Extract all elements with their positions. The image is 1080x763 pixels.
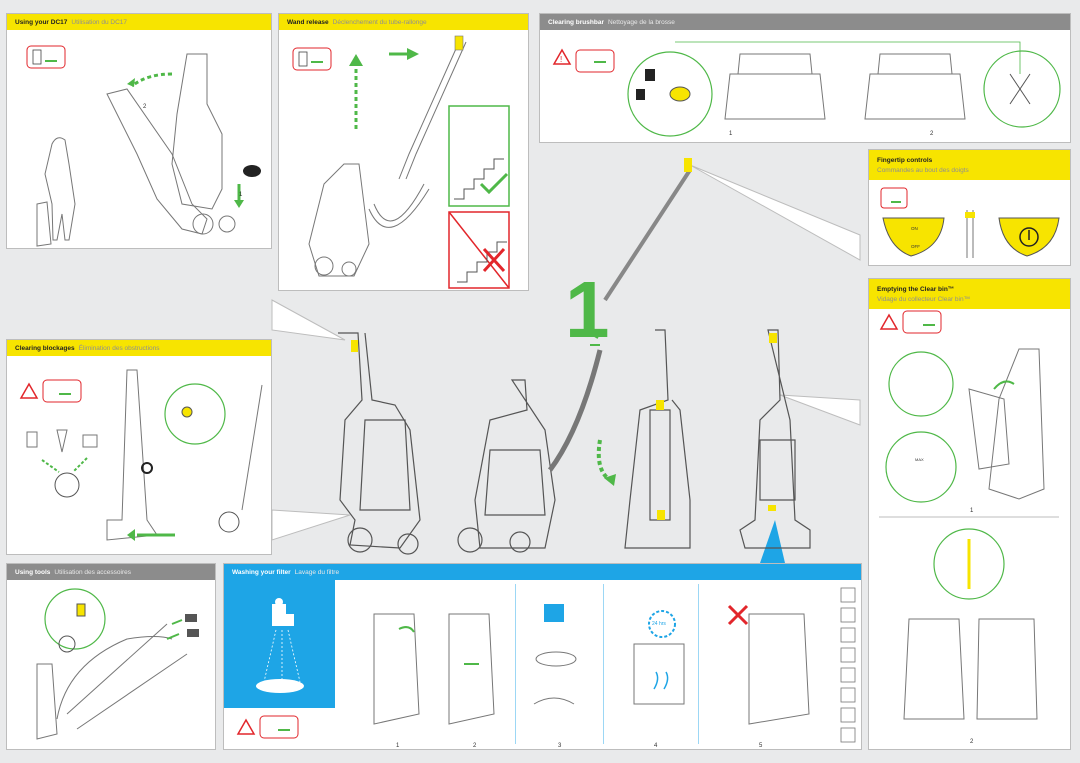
panel-filter: Washing your filter Lavage du filtre [223,563,862,750]
using-label-2: 2 [143,104,147,110]
panel-wand-header: Wand release Déclenchement du tube-rallo… [279,14,528,30]
panel-filter-title: Washing your filter [232,568,291,576]
panel-using-header: Using your DC17 Utilisation du DC17 [7,14,271,30]
panel-fingertip-header: Fingertip controls Commandes au bout des… [869,150,1070,180]
using-label-1: 1 [239,192,243,198]
emptying-label-2: 2 [970,739,974,745]
panel-blockages-header: Clearing blockages Élimination des obstr… [7,340,271,356]
panel-brushbar-subtitle: Nettoyage de la brosse [607,18,675,26]
panel-blockages-title: Clearing blockages [15,344,75,352]
fingertip-illustration [880,187,1060,258]
using-illustration [26,45,261,247]
panel-tools-header: Using tools Utilisation des accessoires [7,564,215,580]
filter-step-5: 5 [759,743,763,749]
filter-divider-1 [515,584,516,744]
panel-emptying-header: Emptying the Clear bin™ Vidage du collec… [869,279,1070,309]
wand-illustration [292,35,510,289]
emptying-label-1: 1 [970,508,974,514]
filter-step-2: 2 [473,743,477,749]
panel-wand: Wand release Déclenchement du tube-rallo… [278,13,529,291]
panel-emptying: Emptying the Clear bin™ Vidage du collec… [868,278,1071,750]
panel-emptying-title: Emptying the Clear bin™ [877,285,955,293]
panel-brushbar-header: Clearing brushbar Nettoyage de la brosse [540,14,1070,30]
panel-filter-header: Washing your filter Lavage du filtre [224,564,861,580]
brushbar-illustration: ! [552,41,1061,137]
filter-step-3: 3 [558,743,562,749]
panel-tools-subtitle: Utilisation des accessoires [54,568,131,576]
unplug-icon [26,45,66,69]
filter-divider-2 [603,584,604,744]
brushbar-label-1: 1 [729,131,733,137]
panel-fingertip: Fingertip controls Commandes au bout des… [868,149,1071,266]
panel-wand-title: Wand release [287,18,329,26]
panel-emptying-subtitle: Vidage du collecteur Clear bin™ [877,295,971,303]
panel-brushbar: Clearing brushbar Nettoyage de la brosse… [539,13,1071,143]
filter-step-4: 4 [654,743,658,749]
fingertip-off-label: OFF [911,244,920,249]
panel-blockages: Clearing blockages Élimination des obstr… [6,339,272,555]
panel-wand-subtitle: Déclenchement du tube-rallonge [332,18,427,26]
filter-timer-label: 24 hrs [652,621,666,627]
stairs-incorrect-icon [448,211,510,289]
panel-tools-title: Using tools [15,568,51,576]
svg-text:!: ! [560,55,562,64]
warning-icon [552,48,572,65]
stairs-correct-icon [448,105,510,207]
panel-tools: Using tools Utilisation des accessoires [6,563,216,750]
filter-step-1: 1 [396,743,400,749]
fingertip-on-label: ON [911,226,918,231]
panel-blockages-subtitle: Élimination des obstructions [78,344,160,352]
panel-using-subtitle: Utilisation du DC17 [71,18,128,26]
panel-fingertip-subtitle: Commandes au bout des doigts [877,166,969,174]
panel-using: Using your DC17 Utilisation du DC17 2 1 [6,13,272,249]
filter-illustration [236,587,856,743]
panel-filter-subtitle: Lavage du filtre [294,568,340,576]
center-step-number: 1 [565,265,610,354]
filter-divider-3 [698,584,699,744]
emptying-max-label: MAX [915,457,924,462]
emptying-illustration [879,310,1059,720]
panel-brushbar-title: Clearing brushbar [548,18,604,26]
panel-fingertip-title: Fingertip controls [877,156,933,164]
panel-using-title: Using your DC17 [15,18,68,26]
tools-illustration [36,588,199,740]
blockages-illustration [19,369,263,541]
brushbar-label-2: 2 [930,131,934,137]
